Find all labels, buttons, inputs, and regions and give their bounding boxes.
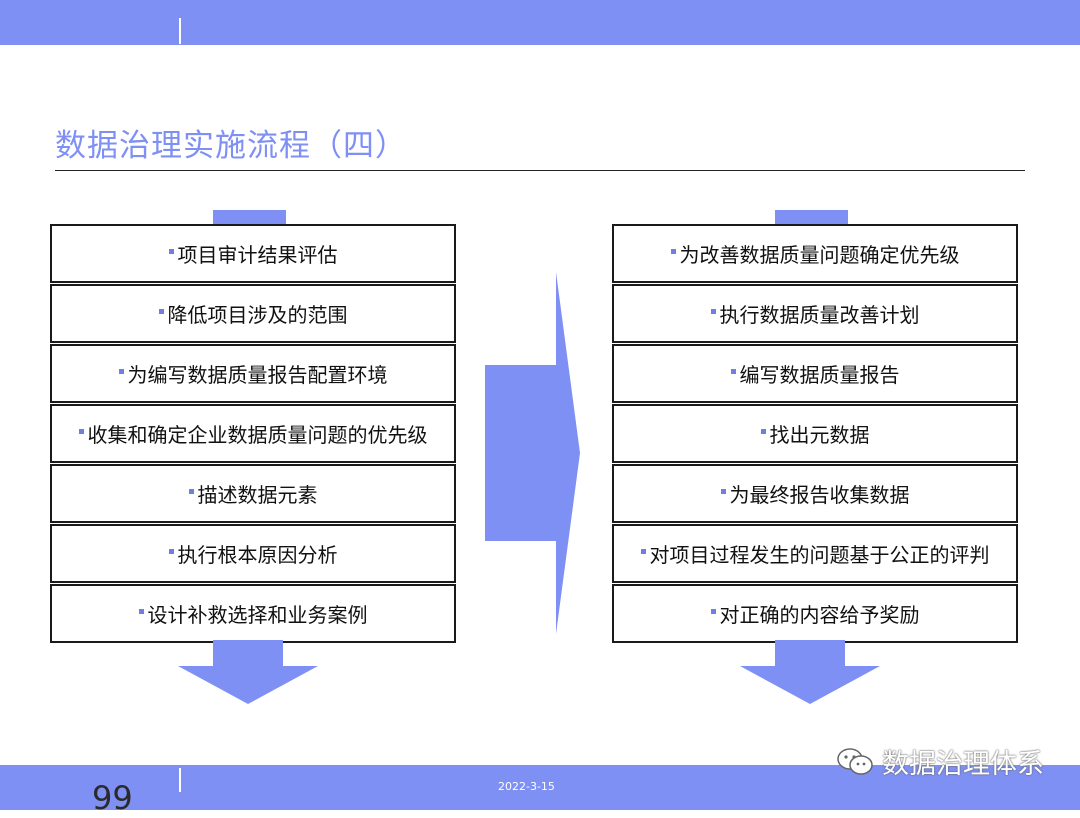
left-step-2: 降低项目涉及的范围: [50, 284, 456, 343]
square-bullet-icon: [188, 489, 194, 494]
left-step-label: 描述数据元素: [197, 483, 318, 507]
right-step-1: 为改善数据质量问题确定优先级: [612, 224, 1018, 283]
slide-title: 数据治理实施流程（四）: [55, 128, 407, 164]
square-bullet-icon: [720, 489, 726, 494]
left-step-label: 收集和确定企业数据质量问题的优先级: [87, 423, 428, 447]
left-step-4: 收集和确定企业数据质量问题的优先级: [50, 404, 456, 463]
square-bullet-icon: [730, 369, 736, 374]
right-step-3: 编写数据质量报告: [612, 344, 1018, 403]
left-step-1: 项目审计结果评估: [50, 224, 456, 283]
right-step-label: 编写数据质量报告: [739, 363, 900, 387]
title-underline: [55, 170, 1025, 171]
left-step-label: 执行根本原因分析: [177, 543, 338, 567]
square-bullet-icon: [158, 309, 164, 314]
square-bullet-icon: [760, 429, 766, 434]
bottom-divider-tick: [179, 768, 181, 792]
left-step-label: 项目审计结果评估: [177, 243, 338, 267]
left-flow-stem: [213, 210, 286, 226]
right-step-2: 执行数据质量改善计划: [612, 284, 1018, 343]
slide-date: 2022-3-15: [498, 780, 555, 793]
watermark: 数据治理体系: [836, 742, 1044, 781]
right-arrow-icon: [485, 272, 580, 634]
square-bullet-icon: [118, 369, 124, 374]
page-number: 99: [92, 779, 133, 817]
right-step-label: 为改善数据质量问题确定优先级: [679, 243, 960, 267]
left-step-label: 为编写数据质量报告配置环境: [127, 363, 388, 387]
top-divider-tick: [179, 18, 181, 44]
left-step-6: 执行根本原因分析: [50, 524, 456, 583]
square-bullet-icon: [138, 609, 144, 614]
right-step-label: 执行数据质量改善计划: [719, 303, 920, 327]
wechat-icon: [837, 747, 873, 775]
left-step-7: 设计补救选择和业务案例: [50, 584, 456, 643]
square-bullet-icon: [168, 549, 174, 554]
right-step-6: 对项目过程发生的问题基于公正的评判: [612, 524, 1018, 583]
top-banner: [0, 0, 1080, 45]
square-bullet-icon: [670, 249, 676, 254]
square-bullet-icon: [710, 309, 716, 314]
left-step-3: 为编写数据质量报告配置环境: [50, 344, 456, 403]
square-bullet-icon: [710, 609, 716, 614]
left-step-label: 降低项目涉及的范围: [167, 303, 348, 327]
left-step-label: 设计补救选择和业务案例: [147, 603, 368, 627]
square-bullet-icon: [168, 249, 174, 254]
square-bullet-icon: [78, 429, 84, 434]
watermark-text: 数据治理体系: [882, 749, 1044, 780]
down-arrow-icon: [740, 640, 880, 704]
right-step-5: 为最终报告收集数据: [612, 464, 1018, 523]
left-step-5: 描述数据元素: [50, 464, 456, 523]
right-step-label: 为最终报告收集数据: [729, 483, 910, 507]
right-flow-stem: [775, 210, 848, 226]
right-step-label: 找出元数据: [769, 423, 870, 447]
right-step-label: 对正确的内容给予奖励: [719, 603, 920, 627]
right-step-label: 对项目过程发生的问题基于公正的评判: [649, 543, 990, 567]
down-arrow-icon: [178, 640, 318, 704]
right-step-4: 找出元数据: [612, 404, 1018, 463]
square-bullet-icon: [640, 549, 646, 554]
right-step-7: 对正确的内容给予奖励: [612, 584, 1018, 643]
